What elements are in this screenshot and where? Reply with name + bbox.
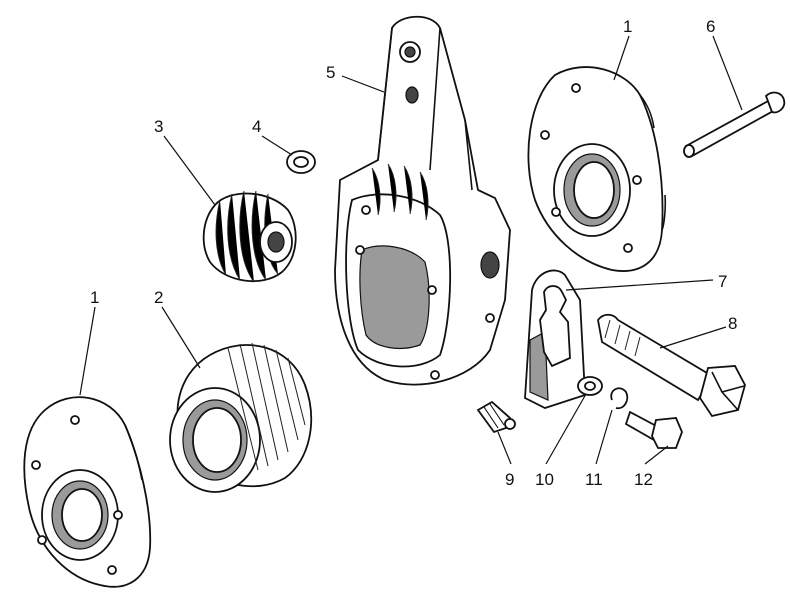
cover-plate-upper bbox=[527, 66, 667, 272]
hex-bolt bbox=[597, 313, 746, 418]
leader-lines bbox=[79, 35, 743, 465]
callout-4: 4 bbox=[252, 117, 261, 136]
callout-12: 12 bbox=[634, 470, 653, 489]
spring-washer bbox=[610, 387, 629, 410]
callout-5: 5 bbox=[326, 63, 335, 82]
callout-labels: 1 1 2 3 4 5 6 7 8 9 10 11 12 bbox=[90, 17, 737, 489]
lock-plate bbox=[524, 269, 586, 409]
small-bolt bbox=[624, 410, 683, 449]
worm-gear bbox=[202, 190, 297, 283]
small-washer bbox=[286, 150, 316, 174]
lever-body bbox=[334, 15, 511, 386]
callout-9: 9 bbox=[505, 470, 514, 489]
callout-1-upper: 1 bbox=[623, 17, 632, 36]
callout-7: 7 bbox=[718, 272, 727, 291]
callout-10: 10 bbox=[535, 470, 554, 489]
splined-gear bbox=[169, 342, 312, 493]
long-pin bbox=[683, 91, 786, 158]
cover-plate-lower bbox=[23, 396, 152, 588]
flat-washer bbox=[577, 376, 603, 396]
callout-3: 3 bbox=[154, 117, 163, 136]
grease-fitting bbox=[476, 400, 516, 434]
callout-2: 2 bbox=[154, 288, 163, 307]
callout-1-lower: 1 bbox=[90, 288, 99, 307]
callout-8: 8 bbox=[728, 314, 737, 333]
callout-11: 11 bbox=[585, 470, 603, 489]
callout-6: 6 bbox=[706, 17, 715, 36]
